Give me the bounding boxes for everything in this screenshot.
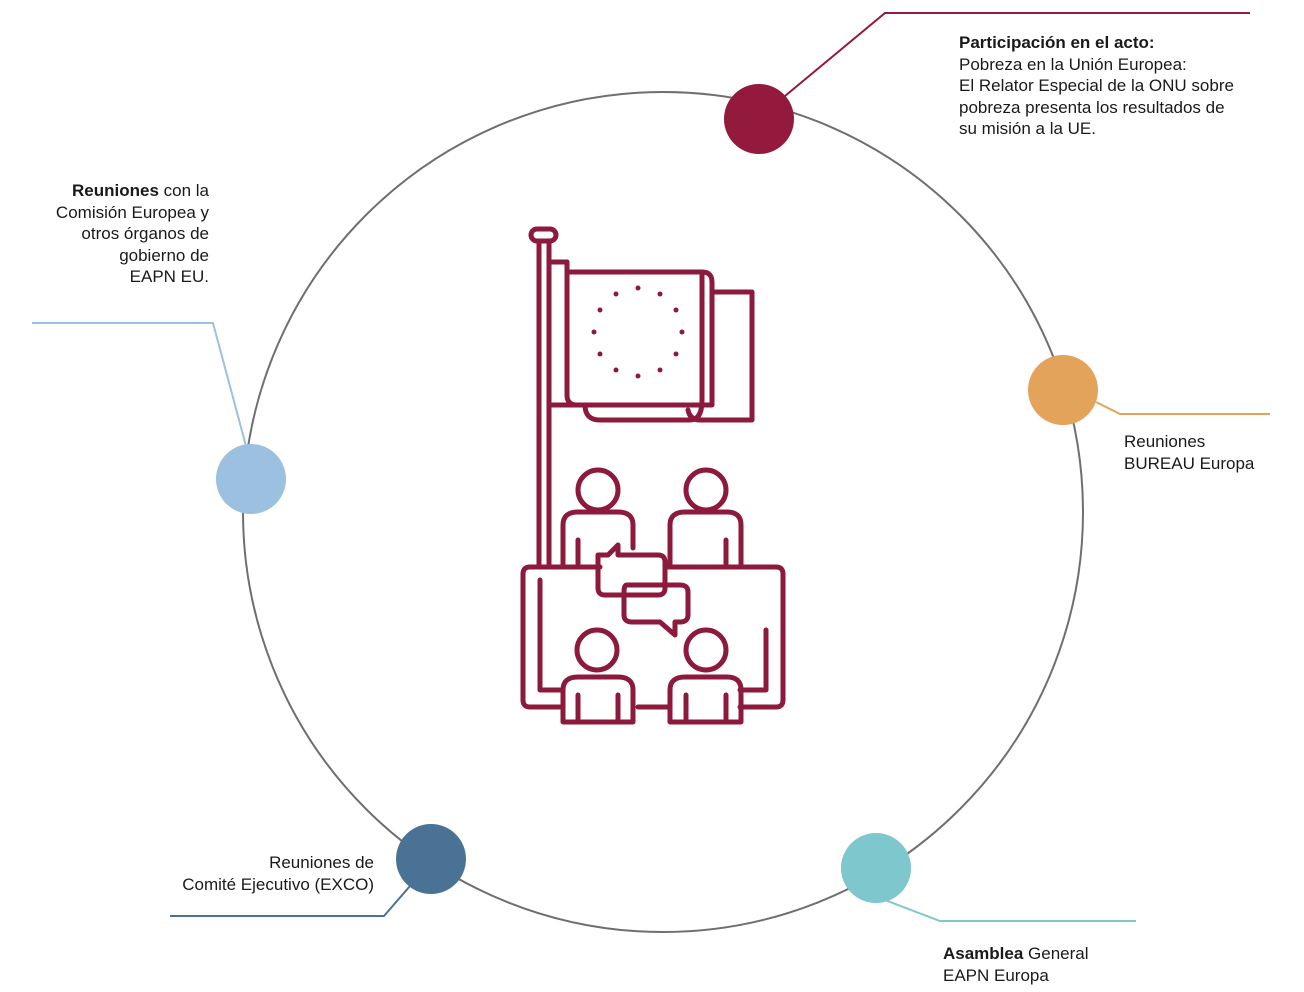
participacion-line-1: Pobreza en la Unión Europea: xyxy=(959,54,1187,74)
participacion-node xyxy=(724,84,794,154)
bureau-line-1: Reuniones xyxy=(1124,432,1206,451)
reuniones-comision-line-4: EAPN EU. xyxy=(129,267,209,286)
reuniones-comision-label: Reuniones con la Comisión Europea y otro… xyxy=(0,180,209,288)
exco-node xyxy=(396,824,466,894)
exco-line-2: Comité Ejecutivo (EXCO) xyxy=(182,874,374,894)
exco-line-1: Reuniones de xyxy=(269,853,374,872)
cycle-ring xyxy=(242,91,1084,933)
asamblea-label: Asamblea General EAPN Europa xyxy=(943,943,1089,986)
reuniones-comision-connector xyxy=(32,322,247,447)
exco-label: Reuniones de Comité Ejecutivo (EXCO) xyxy=(114,852,374,895)
reuniones-comision-first-line: Reuniones con la xyxy=(72,181,209,200)
bureau-label: Reuniones BUREAU Europa xyxy=(1124,431,1254,474)
asamblea-line-1: EAPN Europa xyxy=(943,965,1049,985)
reuniones-comision-line-3: gobierno de xyxy=(119,245,209,265)
reuniones-comision-line-1: Comisión Europea y xyxy=(55,202,209,222)
participacion-title: Participación en el acto: xyxy=(959,33,1155,52)
asamblea-connector xyxy=(884,899,1136,922)
participacion-connector xyxy=(784,12,1250,97)
participacion-line-2: El Relator Especial de la ONU sobre xyxy=(959,76,1234,95)
bureau-line-2: BUREAU Europa xyxy=(1124,453,1255,473)
asamblea-node xyxy=(841,833,911,903)
participacion-line-4: su misión a la UE. xyxy=(959,119,1096,138)
participacion-line-3: pobreza presenta los resultados de xyxy=(959,97,1225,117)
bureau-connector xyxy=(1095,401,1270,415)
reuniones-comision-node xyxy=(216,444,286,514)
eu-flag-meeting-icon xyxy=(520,226,786,725)
participacion-label: Participación en el acto: Pobreza en la … xyxy=(959,32,1234,140)
reuniones-comision-line-2: otros órganos de xyxy=(81,224,209,243)
bureau-node xyxy=(1028,355,1098,425)
exco-connector xyxy=(170,885,411,917)
asamblea-first-line: Asamblea General xyxy=(943,944,1089,963)
